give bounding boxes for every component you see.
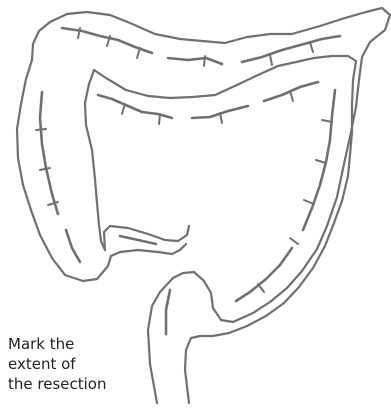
cecum-loop-outer xyxy=(111,244,186,256)
resection-instruction-text: Mark the extent of the resection xyxy=(8,334,158,394)
haustral-folds xyxy=(40,28,340,334)
cecum-loop-inner xyxy=(104,226,189,250)
